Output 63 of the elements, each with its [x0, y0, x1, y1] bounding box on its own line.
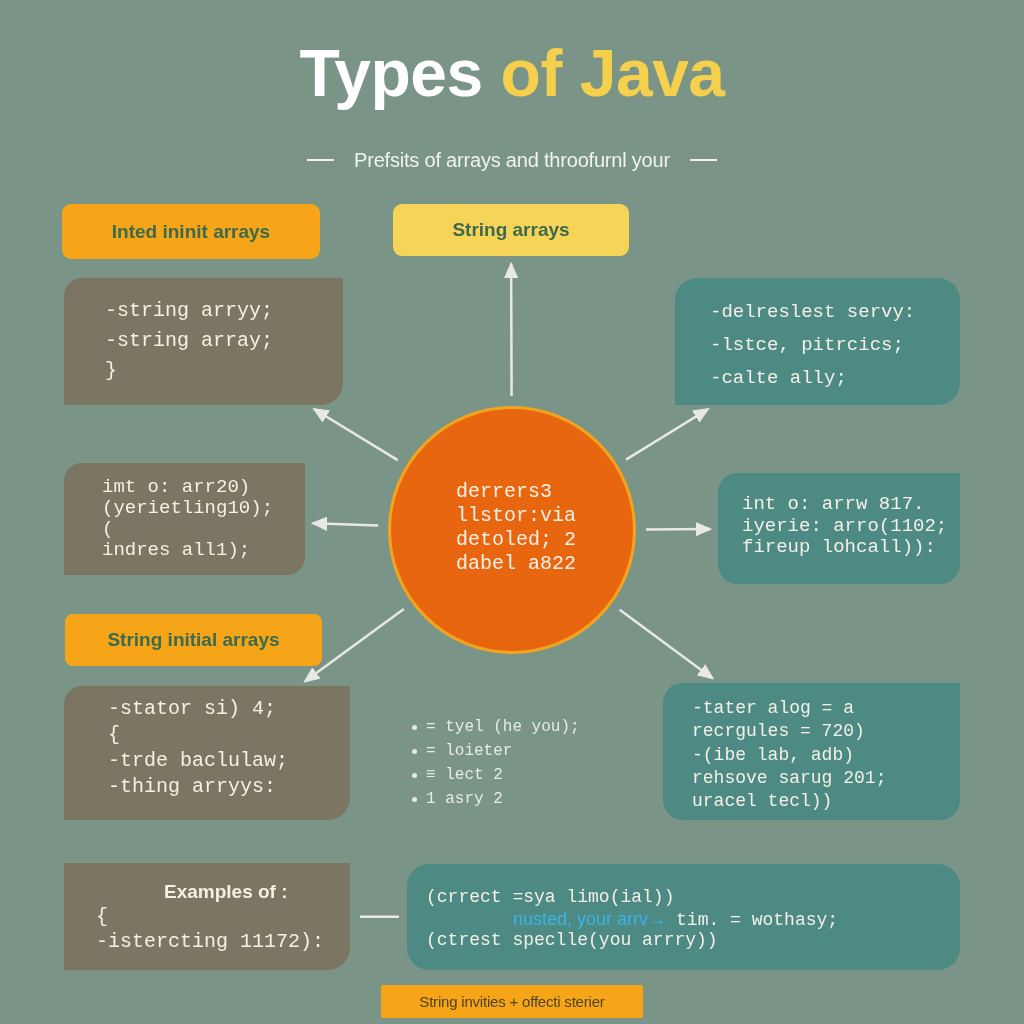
- header-banner: [65, 614, 322, 666]
- code-line: tim. = wothasy;: [676, 909, 839, 931]
- code-line: -trde baclulaw;: [108, 748, 289, 774]
- code-line: }: [105, 358, 117, 384]
- code-line: -lstce, pitrcics;: [710, 333, 904, 358]
- code-line: fireup lohcall)):: [742, 537, 936, 559]
- code-line: llstor:via: [456, 504, 577, 528]
- code-line: -tater alog = a: [692, 697, 855, 720]
- code-panel: [663, 683, 960, 820]
- code-panel: [675, 278, 960, 405]
- list-item: 1 asry 2: [426, 789, 503, 810]
- list-item: ≡ lect 2: [426, 765, 503, 786]
- code-line: detoled; 2: [456, 528, 577, 552]
- code-line: indres all1);: [102, 540, 251, 561]
- connector-line: [360, 915, 399, 918]
- list-item: = tyel (he you);: [426, 717, 580, 738]
- code-line: rehsove sarug 201;: [692, 766, 887, 790]
- section-title: String arrays: [452, 219, 570, 241]
- code-line: -calte ally;: [710, 366, 847, 391]
- code-panel: [64, 863, 350, 970]
- code-line: -string arryy;: [105, 298, 274, 324]
- header-banner: [393, 204, 629, 256]
- section-title: Inted ininit arrays: [111, 220, 271, 243]
- code-line: uracel tecl)): [692, 790, 833, 814]
- arrow: [625, 408, 710, 461]
- code-line: -(ibe lab, adb): [692, 743, 855, 767]
- code-panel: [407, 864, 960, 970]
- code-panel: [718, 473, 960, 584]
- title: Types of Java: [298, 35, 727, 112]
- arrow: [312, 408, 399, 462]
- code-line: -stator si) 4;: [108, 696, 277, 722]
- code-line: {: [96, 904, 108, 929]
- code-line: -thing arryys:: [108, 774, 277, 800]
- code-panel: [64, 278, 343, 405]
- code-line: imt o: arr20): [102, 477, 251, 498]
- code-line: (ctrest speclle(you arrry)): [426, 930, 718, 952]
- code-line: recrgules = 720): [692, 720, 865, 744]
- header-banner: [62, 204, 320, 259]
- code-panel: [64, 686, 350, 820]
- subtitle: Prefsits of arrays and throofurnl your: [354, 148, 670, 172]
- arrow: [646, 522, 712, 537]
- code-line: nusted, your arrv→: [513, 908, 667, 930]
- panel-heading: Examples of :: [164, 880, 288, 904]
- list-item: = loieter: [426, 741, 513, 762]
- section-title: String initial arrays: [107, 629, 280, 651]
- code-line: (: [102, 519, 114, 540]
- code-line: (yerietling10);: [102, 498, 274, 519]
- note-banner: [381, 985, 643, 1018]
- code-line: -istercting 11172):: [96, 929, 325, 954]
- code-line: dabel a822: [456, 552, 577, 576]
- note-text: String invities + offecti sterier: [419, 993, 605, 1010]
- code-line: (crrect =sya limo(ial)): [426, 887, 675, 909]
- code-line: iyerie: arro(1102;: [742, 515, 948, 537]
- code-line: -string array;: [105, 328, 274, 354]
- code-panel: [64, 463, 305, 575]
- code-line: -delreslest servy:: [710, 300, 916, 325]
- code-line: {: [108, 722, 120, 748]
- arrow: [311, 516, 379, 531]
- arrow: [504, 262, 519, 396]
- code-line: derrers3: [456, 480, 552, 504]
- arrow: [618, 608, 714, 680]
- arrow: [303, 608, 405, 683]
- code-line: int o: arrw 817.: [742, 494, 925, 516]
